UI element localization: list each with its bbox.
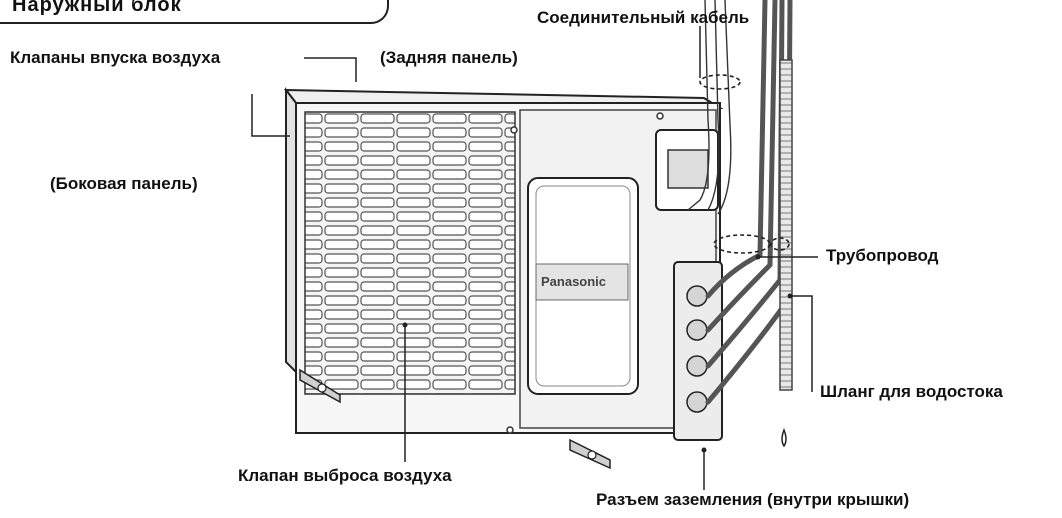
unit-side-panel <box>285 87 297 375</box>
label-drain-hose: Шланг для водостока <box>820 382 1003 401</box>
brand-badge <box>535 263 629 301</box>
label-ground-connector: Разъем заземления (внутри крышки) <box>596 490 910 509</box>
screw <box>656 112 664 120</box>
label-piping: Трубопровод <box>826 246 939 265</box>
label-connecting-cable: Соединительный кабель <box>537 8 750 27</box>
section-title-box: Наружный блок <box>0 0 389 24</box>
label-side-panel: (Боковая панель) <box>50 174 198 193</box>
drain-hose <box>779 59 793 391</box>
brand-logo-text: Panasonic <box>541 274 607 289</box>
screw <box>510 126 518 134</box>
label-intake-valves: Клапаны впуска воздуха <box>10 48 221 67</box>
label-outlet-valve: Клапан выброса воздуха <box>238 466 452 485</box>
section-title: Наружный блок <box>12 0 182 16</box>
leader-lines <box>251 26 818 490</box>
air-grille <box>304 111 516 395</box>
connecting-cable <box>687 0 732 215</box>
water-drop <box>781 427 787 448</box>
screw <box>506 426 514 434</box>
label-rear-panel: (Задняя панель) <box>380 48 518 67</box>
